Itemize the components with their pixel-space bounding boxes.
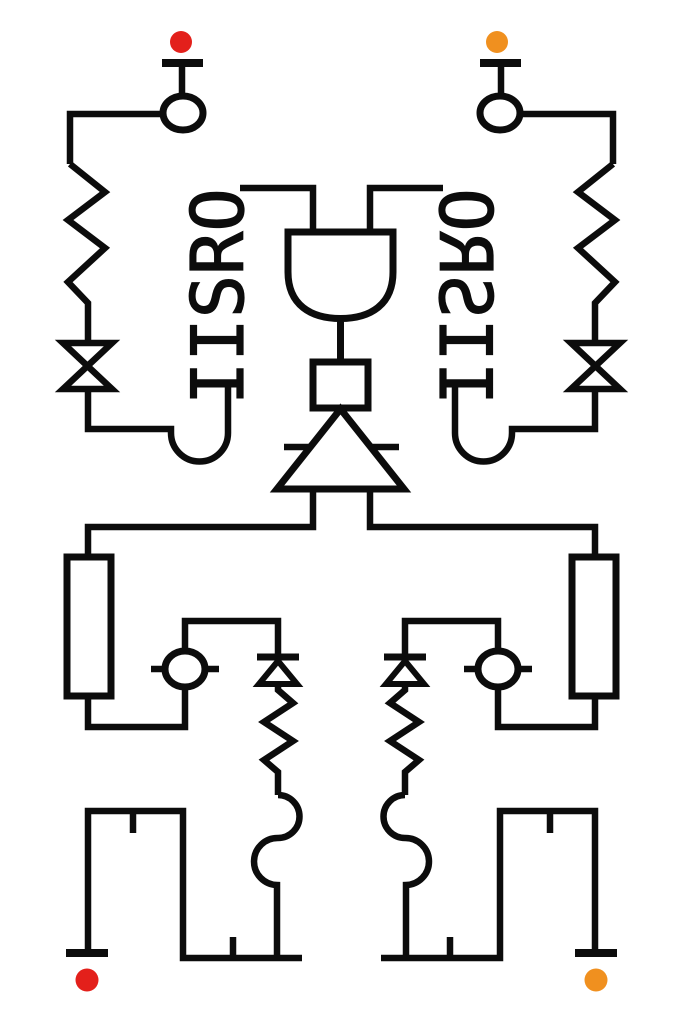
wire-triangle-to-box (84, 489, 317, 557)
wire-text-to-gate-input (240, 184, 317, 232)
resistor-zigzag-icon (62, 161, 111, 343)
box-resistor-icon (63, 553, 115, 700)
bottom-wiring-loop (84, 807, 302, 962)
wire-valve-to-text-hook (84, 384, 232, 465)
meter-lamp-icon (161, 647, 209, 691)
amplifier-triangle-icon (269, 403, 412, 493)
right-column-word: IISRO (423, 188, 507, 405)
spring-resistor-icon (258, 684, 299, 795)
right-column-word-mirror-group: IISRO (422, 188, 507, 406)
and-gate-icon (284, 228, 397, 323)
terminal-dot-bottom-left (75, 968, 99, 992)
terminal-dot-top-left (170, 31, 192, 53)
lamp-icon (159, 92, 207, 134)
left-column-word: IISRO (176, 188, 260, 405)
terminal-dot-top-right (486, 31, 508, 53)
wire-box-to-meter (84, 688, 189, 731)
diode-icon (252, 656, 304, 687)
wire-meter-to-diode (181, 617, 282, 655)
center-components (269, 228, 412, 493)
square-junction-icon (309, 358, 372, 412)
coil-icon (250, 791, 303, 958)
wire-lamp-to-resistor (66, 110, 163, 164)
terminal-dot-bottom-right (584, 968, 608, 992)
valve-bowtie-icon (54, 339, 121, 393)
